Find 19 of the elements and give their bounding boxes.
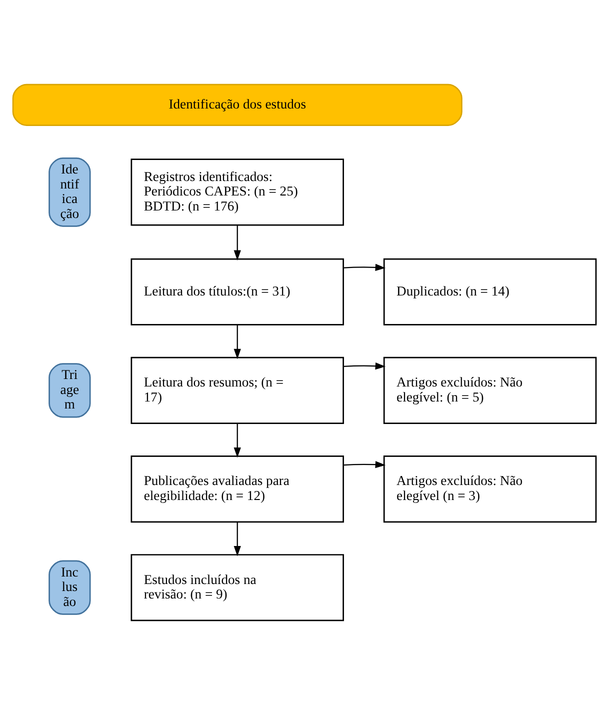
node-box: Ide ntif ica ção [48,157,91,226]
node-box: Artigos excluídos: Não elegível: (n = 5) [383,356,597,424]
node-box: Leitura dos títulos:(n = 31) [130,258,344,325]
arrow [234,522,241,556]
node-box: Leitura dos resumos; (n = 17) [130,356,344,424]
node-box: Publicações avaliadas para elegibilidade: (n = 12) [130,455,344,522]
arrow [234,423,241,458]
node-box: Registros identificados: Periódicos CAPES: (n = 25) BDTD: (n = 176) [130,158,344,226]
arrow [234,224,241,260]
arrow [343,263,386,271]
node-box: Tri age m [48,362,91,418]
arrow [234,324,241,359]
node-box: Duplicados: (n = 14) [383,258,597,325]
node-box: Identificação dos estudos [12,83,462,126]
node-box: Artigos excluídos: Não elegível (n = 3) [383,455,597,522]
node-box: Estudos incluídos na revisão: (n = 9) [130,554,344,621]
node-box: Inc lus ão [48,560,91,614]
arrow [343,460,386,468]
arrow [343,362,386,370]
